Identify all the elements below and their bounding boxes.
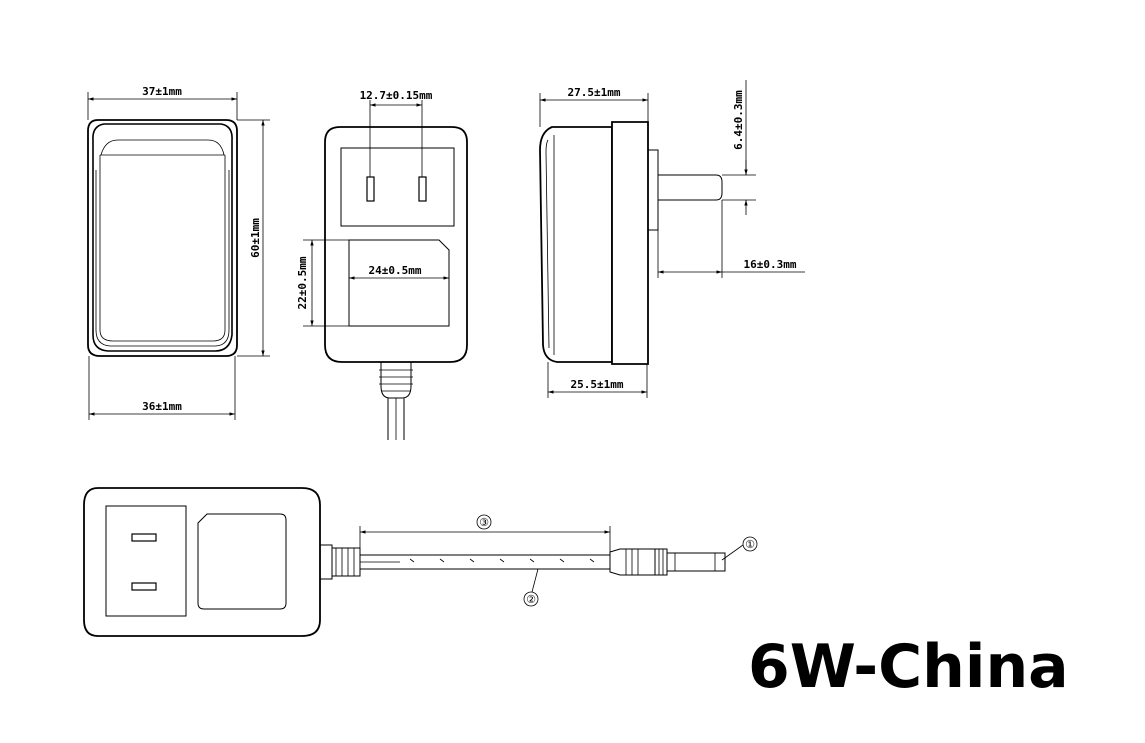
pin-left: [366, 176, 375, 202]
front-width-bottom-label: 36±1mm: [142, 400, 182, 413]
callout-2-circle: [523, 591, 539, 607]
callout-1-circle: [742, 536, 758, 552]
front-width-top-label: 37±1mm: [142, 85, 182, 98]
callout-3-label: ③: [479, 516, 489, 529]
front-height-label: 60±1mm: [249, 218, 262, 258]
back-view: 12.7±0.15mm 24±0.5mm 22±0.5mm: [296, 89, 468, 440]
pin-spacing-label: 12.7±0.15mm: [360, 89, 433, 102]
label-width-label: 24±0.5mm: [369, 264, 422, 277]
pin-right: [418, 176, 427, 202]
side-depth-bottom-label: 25.5±1mm: [571, 378, 624, 391]
side-view: 27.5±1mm 25.5±1mm 6.4±0.3mm 16±0.3mm: [539, 80, 805, 398]
label-height-label: 22±0.5mm: [296, 256, 309, 309]
model-title: 6W-China: [748, 632, 1069, 702]
assembly-view: ③ ① ②: [83, 487, 758, 637]
callout-1-label: ①: [745, 538, 755, 551]
front-view: 37±1mm 36±1mm 60±1mm: [87, 85, 270, 420]
pin-length-label: 16±0.3mm: [744, 258, 797, 271]
pin-thickness-label: 6.4±0.3mm: [732, 90, 745, 150]
callout-3-circle: [476, 514, 492, 530]
callout-2-label: ②: [526, 593, 536, 606]
assembly-pin-top: [131, 533, 157, 542]
assembly-pin-bottom: [131, 582, 157, 591]
side-depth-top-label: 27.5±1mm: [568, 86, 621, 99]
